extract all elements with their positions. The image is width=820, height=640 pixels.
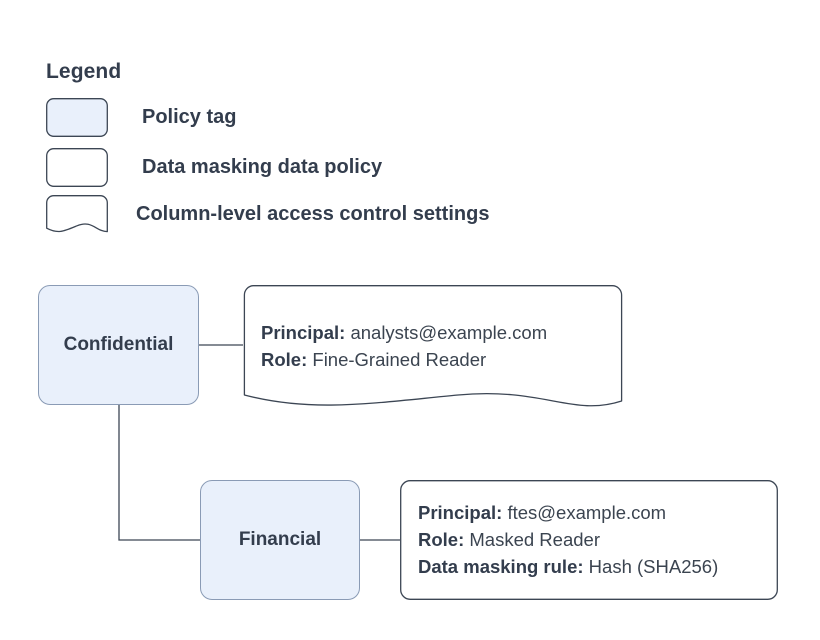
rounded-rect-shape-icon: [400, 480, 778, 600]
callout-financial-masking-policy[interactable]: Principal: ftes@example.com Role: Masked…: [400, 480, 778, 600]
callout-value-role: Fine-Grained Reader: [312, 349, 487, 370]
callout-value-masking-rule: Hash (SHA256): [588, 556, 719, 577]
callout-key-role: Role:: [418, 529, 465, 550]
legend-label-column-access-settings: Column-level access control settings: [136, 203, 490, 225]
legend-heading: Legend: [46, 60, 122, 83]
callout-key-masking-rule: Data masking rule:: [418, 556, 584, 577]
legend-label-policy-tag: Policy tag: [142, 106, 237, 128]
callout-key-principal: Principal:: [261, 322, 346, 343]
legend-item-policy-tag: Policy tag: [46, 97, 236, 137]
legend-item-column-access-settings: Column-level access control settings: [46, 194, 489, 234]
callout-row-principal: Principal: ftes@example.com: [418, 499, 718, 526]
document-wavy-shape-icon: [243, 285, 623, 413]
callout-financial-lines: Principal: ftes@example.com Role: Masked…: [418, 499, 718, 580]
data-masking-policy-swatch-icon: [46, 147, 108, 187]
policy-tag-swatch-icon: [46, 97, 108, 137]
callout-confidential-lines: Principal: analysts@example.com Role: Fi…: [261, 319, 547, 373]
callout-value-principal: ftes@example.com: [507, 502, 667, 523]
legend-item-data-masking-policy: Data masking data policy: [46, 147, 382, 187]
node-financial-label: Financial: [238, 529, 322, 550]
callout-row-masking-rule: Data masking rule: Hash (SHA256): [418, 553, 718, 580]
column-access-settings-swatch-icon: [46, 194, 108, 234]
callout-row-principal: Principal: analysts@example.com: [261, 319, 547, 346]
callout-value-principal: analysts@example.com: [350, 322, 548, 343]
callout-confidential-access-settings[interactable]: Principal: analysts@example.com Role: Fi…: [243, 285, 623, 413]
node-confidential-label: Confidential: [63, 334, 174, 355]
callout-key-principal: Principal:: [418, 502, 503, 523]
callout-key-role: Role:: [261, 349, 308, 370]
node-financial[interactable]: Financial: [200, 480, 360, 600]
callout-row-role: Role: Masked Reader: [418, 526, 718, 553]
legend-label-data-masking-policy: Data masking data policy: [142, 156, 383, 178]
callout-value-role: Masked Reader: [469, 529, 600, 550]
callout-row-role: Role: Fine-Grained Reader: [261, 346, 547, 373]
node-confidential[interactable]: Confidential: [38, 285, 199, 405]
